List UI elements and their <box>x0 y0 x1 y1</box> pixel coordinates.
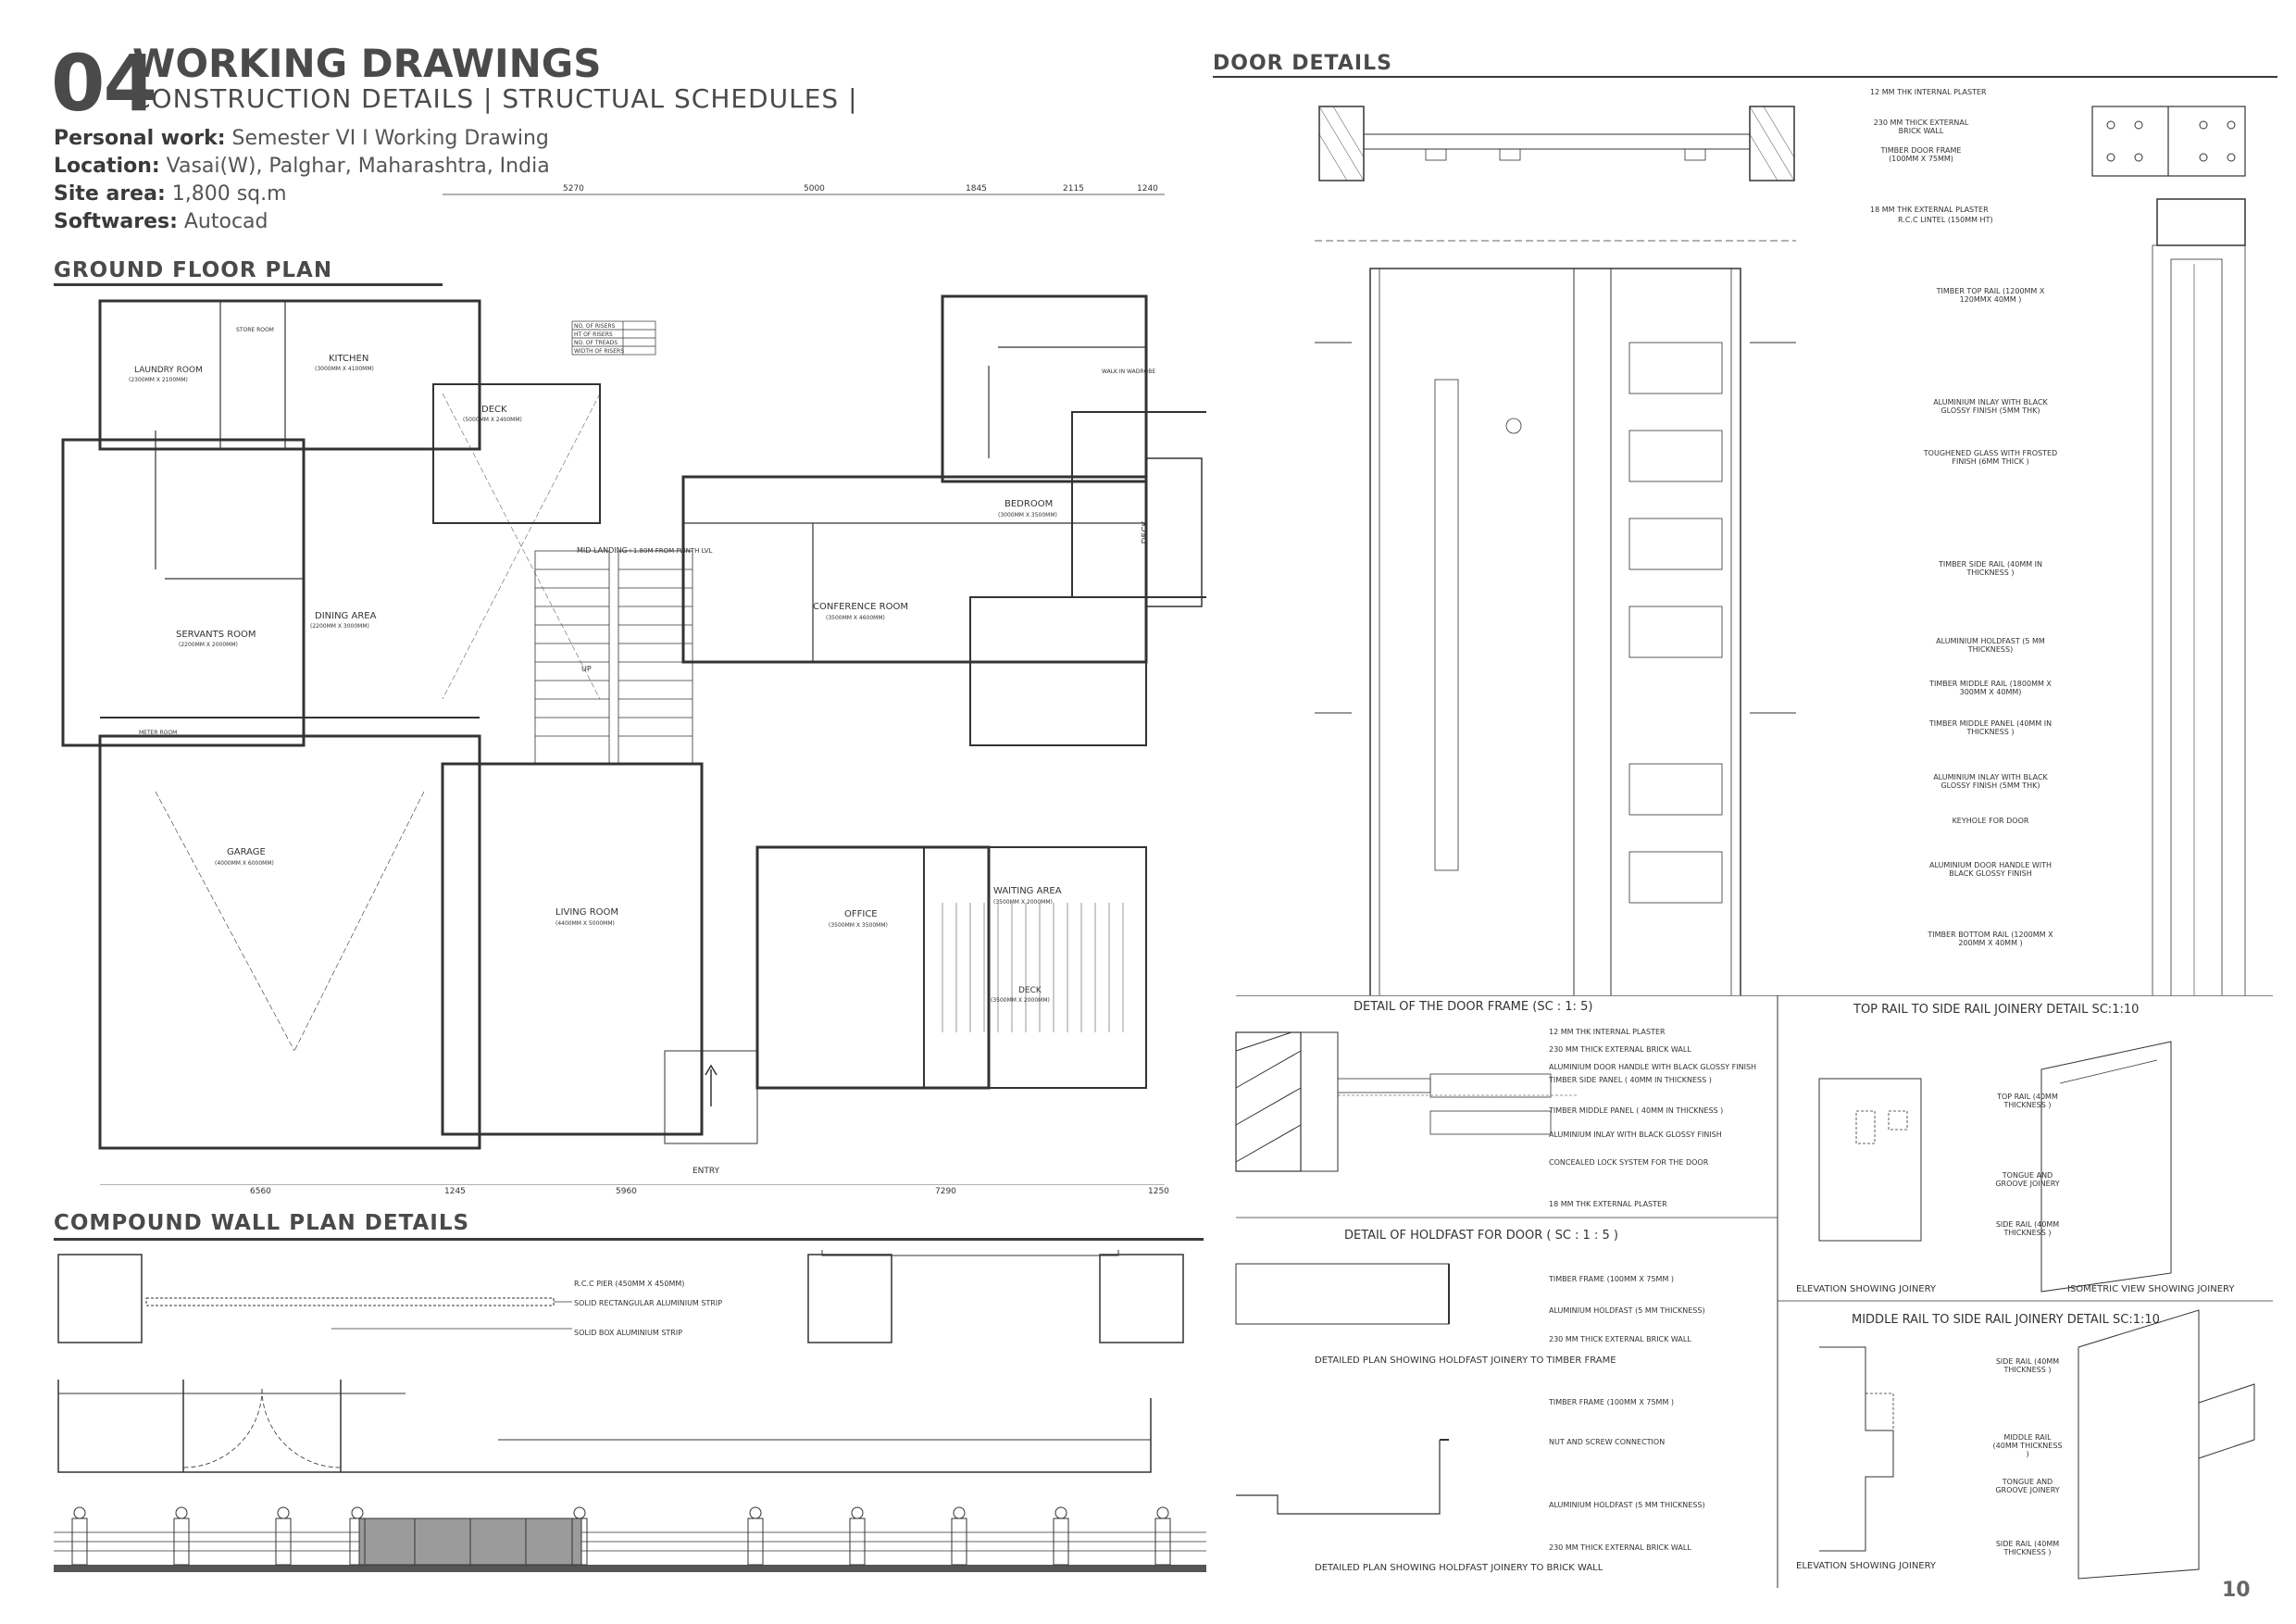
room-name: DECK <box>1141 520 1151 544</box>
mid-rail-detail-title: MIDDLE RAIL TO SIDE RAIL JOINERY DETAIL … <box>1852 1313 2160 1327</box>
mid-landing-level: +1.80M FROM PLINTH LVL <box>628 547 712 555</box>
svg-text:NO. OF RISERS: NO. OF RISERS <box>574 323 616 330</box>
joinery-note: TONGUE AND GROOVE JOINERY <box>1995 1171 2060 1188</box>
heading-rule <box>1213 76 2277 78</box>
room-name: METER ROOM <box>139 730 178 736</box>
joinery-note: SIDE RAIL (40MM THICKNESS ) <box>1995 1540 2060 1556</box>
room-name: LAUNDRY ROOM <box>134 366 203 375</box>
dim-bottom: 6560 <box>250 1187 271 1196</box>
dim-top: 5000 <box>804 184 825 194</box>
mid-landing-label: MID LANDING <box>577 546 628 555</box>
room-size: (4000MM X 6000MM) <box>215 860 274 867</box>
door-plan-note: TIMBER DOOR FRAME (100MM X 75MM) <box>1880 146 1962 163</box>
joinery-note: SIDE RAIL (40MM THICKNESS ) <box>1995 1220 2060 1237</box>
room-size: (3500MM X 3500MM) <box>829 922 888 929</box>
holdfast-caption-b: DETAILED PLAN SHOWING HOLDFAST JOINERY T… <box>1315 1563 1603 1573</box>
compound-note: SOLID RECTANGULAR ALUMINIUM STRIP <box>574 1299 723 1307</box>
heading-rule <box>54 1238 1204 1241</box>
dim-bottom: 7290 <box>935 1187 956 1196</box>
door-plan-note: 12 MM THK INTERNAL PLASTER <box>1870 88 1987 96</box>
joinery-note: SIDE RAIL (40MM THICKNESS ) <box>1995 1357 2060 1374</box>
compound-note: SOLID BOX ALUMINIUM STRIP <box>574 1329 683 1337</box>
room-name: DECK <box>481 405 507 415</box>
entry-label: ENTRY <box>693 1167 720 1176</box>
compound-note: R.C.C PIER (450MM X 450MM) <box>574 1280 685 1288</box>
room-name: WALK IN WADROBE <box>1102 369 1156 375</box>
room-name: GARAGE <box>227 847 266 857</box>
room-name: KITCHEN <box>329 354 369 364</box>
compound-wall-heading: COMPOUND WALL PLAN DETAILS <box>54 1211 470 1235</box>
room-size: (2300MM X 2100MM) <box>129 377 188 383</box>
room-size: (2200MM X 3000MM) <box>310 623 369 630</box>
door-plan-note: 230 MM THICK EXTERNAL BRICK WALL <box>1873 119 1969 135</box>
dim-top: 1845 <box>966 184 987 194</box>
room-name: SERVANTS ROOM <box>176 630 256 640</box>
compound-wall-drawings <box>54 1250 1206 1572</box>
svg-text:NO. OF TREADS: NO. OF TREADS <box>574 340 618 346</box>
room-name: DINING AREA <box>315 611 377 621</box>
room-name: STORE ROOM <box>236 327 274 333</box>
page-subtitle: CONSTRUCTION DETAILS | STRUCTUAL SCHEDUL… <box>132 83 858 114</box>
joinery-note: TONGUE AND GROOVE JOINERY <box>1995 1478 2060 1494</box>
meta-personal-work: Personal work: Semester VI I Working Dra… <box>54 127 549 150</box>
room-size: (4400MM X 5000MM) <box>555 920 615 927</box>
ground-floor-plan: 5270 5000 1845 2115 1240 MID LANDING +1.… <box>61 184 1206 1185</box>
door-plan-note: R.C.C LINTEL (150MM HT) <box>1898 216 1993 224</box>
joinery-caption: ISOMETRIC VIEW SHOWING JOINERY <box>2067 1284 2235 1294</box>
heading-rule <box>54 283 443 286</box>
room-name: DECK <box>1018 986 1042 995</box>
room-name: OFFICE <box>844 909 878 919</box>
room-size: (2200MM X 2000MM) <box>179 642 238 648</box>
room-size: (3500MM X 4600MM) <box>826 615 885 621</box>
dim-bottom: 1250 <box>1148 1187 1169 1196</box>
joinery-caption: ELEVATION SHOWING JOINERY <box>1796 1284 1937 1294</box>
meta-softwares: Softwares: Autocad <box>54 210 268 233</box>
joinery-note: TOP RAIL (40MM THICKNESS ) <box>1997 1093 2058 1109</box>
dim-top: 2115 <box>1063 184 1084 194</box>
svg-text:HT OF RISERS: HT OF RISERS <box>574 331 613 338</box>
meta-location: Location: Vasai(W), Palghar, Maharashtra… <box>54 155 550 178</box>
staircase <box>534 550 693 765</box>
top-rail-detail-title: TOP RAIL TO SIDE RAIL JOINERY DETAIL SC:… <box>1853 1003 2140 1017</box>
room-size: (3500MM X 2000MM) <box>991 997 1050 1004</box>
room-name: CONFERENCE ROOM <box>813 602 908 612</box>
room-name: LIVING ROOM <box>555 907 619 918</box>
dim-bottom: 1245 <box>444 1187 466 1196</box>
page-number: 10 <box>2222 1579 2251 1602</box>
door-plan-note: 18 MM THK EXTERNAL PLASTER <box>1870 206 1989 214</box>
room-size: (3500MM X 2000MM) <box>993 899 1053 906</box>
meta-site-area: Site area: 1,800 sq.m <box>54 182 287 206</box>
dim-top: 5270 <box>563 184 584 194</box>
joinery-note: MIDDLE RAIL (40MM THICKNESS ) <box>1992 1433 2063 1458</box>
stair-up-label: UP <box>581 665 592 673</box>
door-details-heading: DOOR DETAILS <box>1213 52 1392 75</box>
room-size: (5000MM X 2400MM) <box>463 417 522 423</box>
page-title: WORKING DRAWINGS <box>132 41 602 86</box>
door-joinery-details <box>1235 995 2273 1588</box>
dim-top: 1240 <box>1137 184 1158 194</box>
svg-text:WIDTH OF RISERS: WIDTH OF RISERS <box>574 348 624 355</box>
frame-detail-title: DETAIL OF THE DOOR FRAME (SC : 1: 5) <box>1354 1000 1593 1014</box>
ground-floor-heading: GROUND FLOOR PLAN <box>54 258 333 282</box>
holdfast-caption-a: DETAILED PLAN SHOWING HOLDFAST JOINERY T… <box>1315 1355 1616 1366</box>
room-name: WAITING AREA <box>993 886 1062 896</box>
room-size: (3000MM X 4100MM) <box>315 366 374 372</box>
dim-bottom: 5960 <box>616 1187 637 1196</box>
section-number: 04 <box>51 38 157 129</box>
room-size: (3000MM X 3500MM) <box>998 512 1057 518</box>
door-elevation-drawing <box>1315 106 2246 995</box>
joinery-caption: ELEVATION SHOWING JOINERY <box>1796 1561 1937 1571</box>
stair-schedule: NO. OF RISERS HT OF RISERS NO. OF TREADS… <box>571 320 656 356</box>
room-name: BEDROOM <box>1004 499 1054 509</box>
holdfast-detail-title: DETAIL OF HOLDFAST FOR DOOR ( SC : 1 : 5… <box>1344 1229 1618 1243</box>
